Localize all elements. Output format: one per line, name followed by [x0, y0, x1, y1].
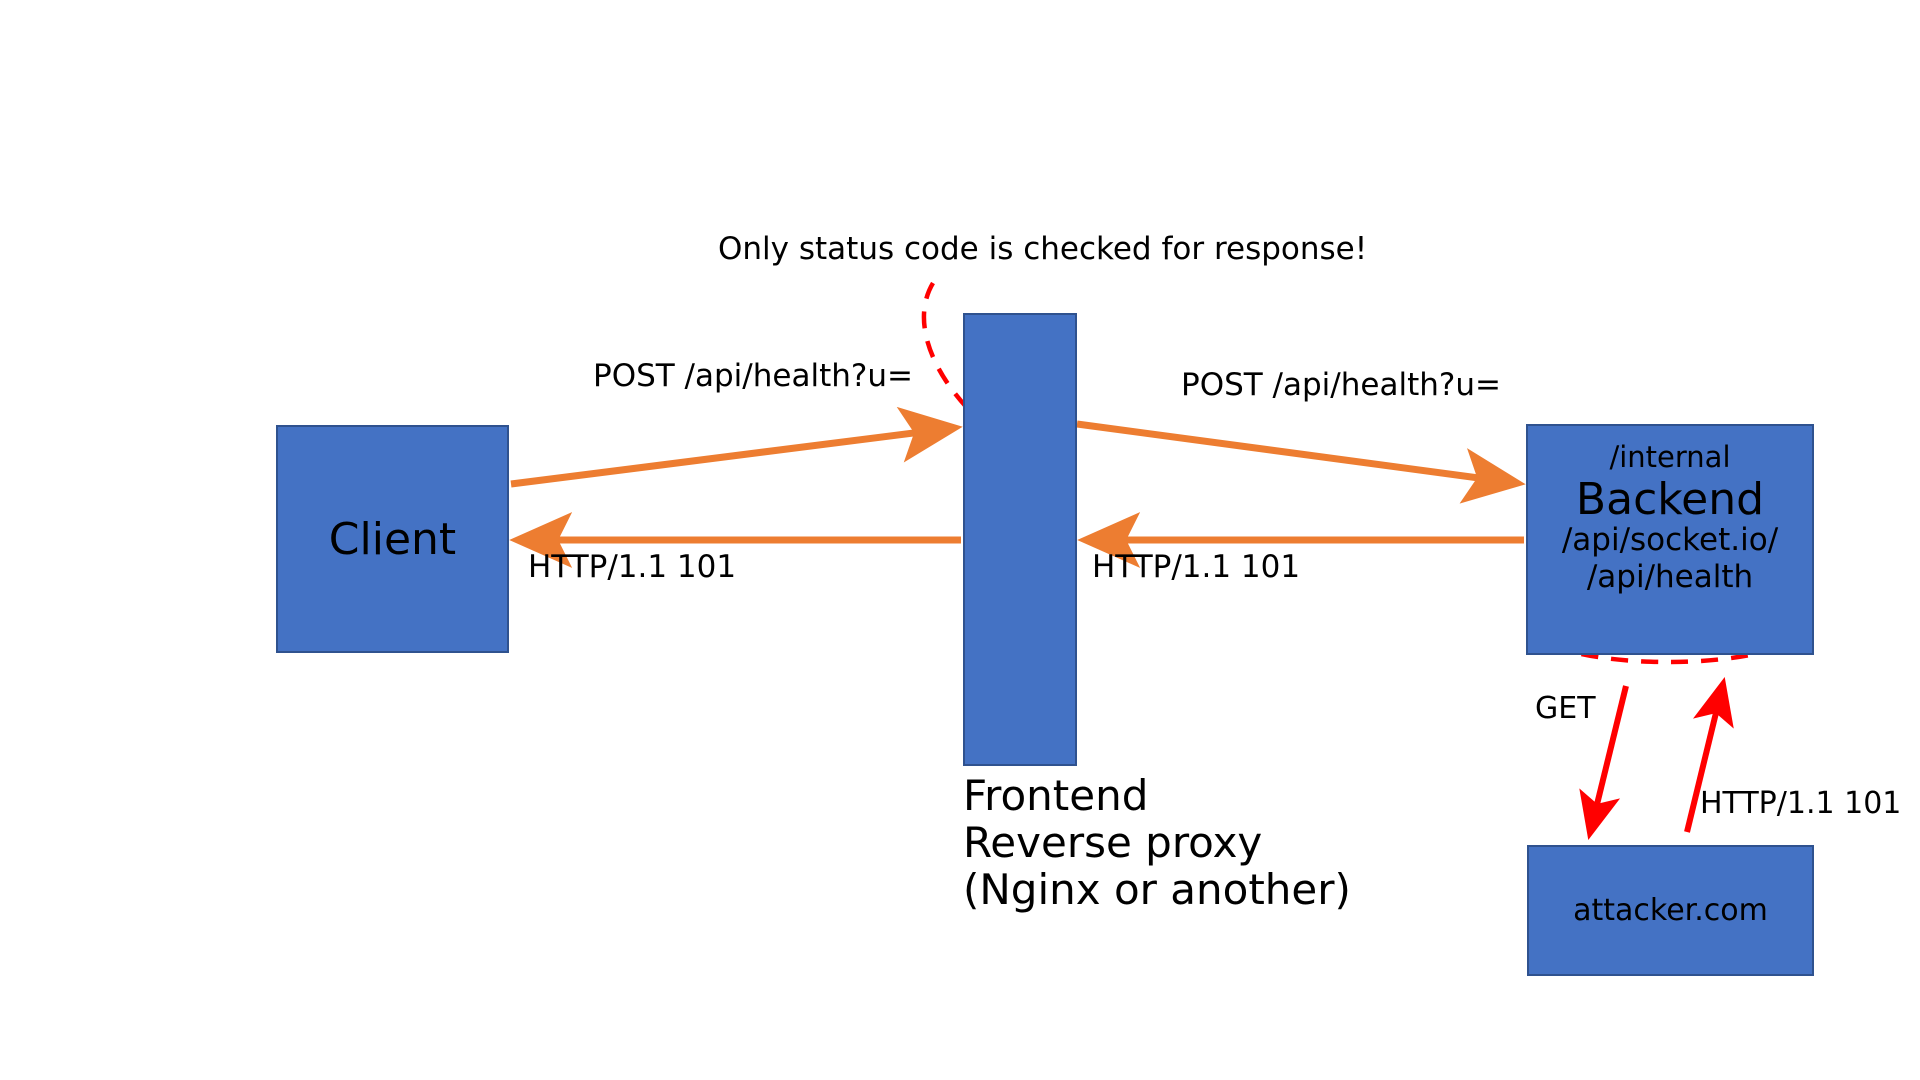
arrow-client-to-frontend — [510, 406, 963, 488]
backend-route-api-health: /api/health — [1586, 558, 1754, 595]
edge-label-client-to-frontend: POST /api/health?u= — [593, 358, 913, 394]
backend-internal-route: /internal — [1609, 440, 1731, 474]
edge-label-frontend-to-backend: POST /api/health?u= — [1181, 367, 1501, 403]
frontend-caption-line-2: Reverse proxy — [963, 818, 1263, 868]
node-attacker[interactable]: attacker.com — [1527, 845, 1814, 976]
edge-label-frontend-to-client: HTTP/1.1 101 — [528, 549, 737, 585]
node-backend-label: Backend — [1575, 474, 1765, 525]
edge-label-backend-to-attacker: GET — [1535, 691, 1596, 726]
backend-route-socket-io: /api/socket.io/ — [1561, 522, 1779, 558]
node-backend[interactable]: /internal Backend /api/socket.io/ /api/h… — [1526, 424, 1814, 655]
frontend-caption-line-3: (Nginx or another) — [963, 865, 1351, 915]
node-frontend-reverse-proxy[interactable] — [963, 313, 1077, 766]
frontend-caption-line-1: Frontend — [963, 771, 1149, 820]
edge-label-backend-to-frontend: HTTP/1.1 101 — [1092, 549, 1301, 585]
node-attacker-label: attacker.com — [1573, 893, 1768, 928]
node-client[interactable]: Client — [276, 425, 509, 653]
edge-label-attacker-to-backend: HTTP/1.1 101 — [1700, 786, 1902, 821]
node-client-label: Client — [328, 513, 457, 565]
arrow-frontend-to-backend — [1076, 420, 1526, 504]
frontend-caption: Frontend Reverse proxy (Nginx or another… — [963, 772, 1351, 913]
note-status-code-check: Only status code is checked for response… — [718, 231, 1368, 267]
